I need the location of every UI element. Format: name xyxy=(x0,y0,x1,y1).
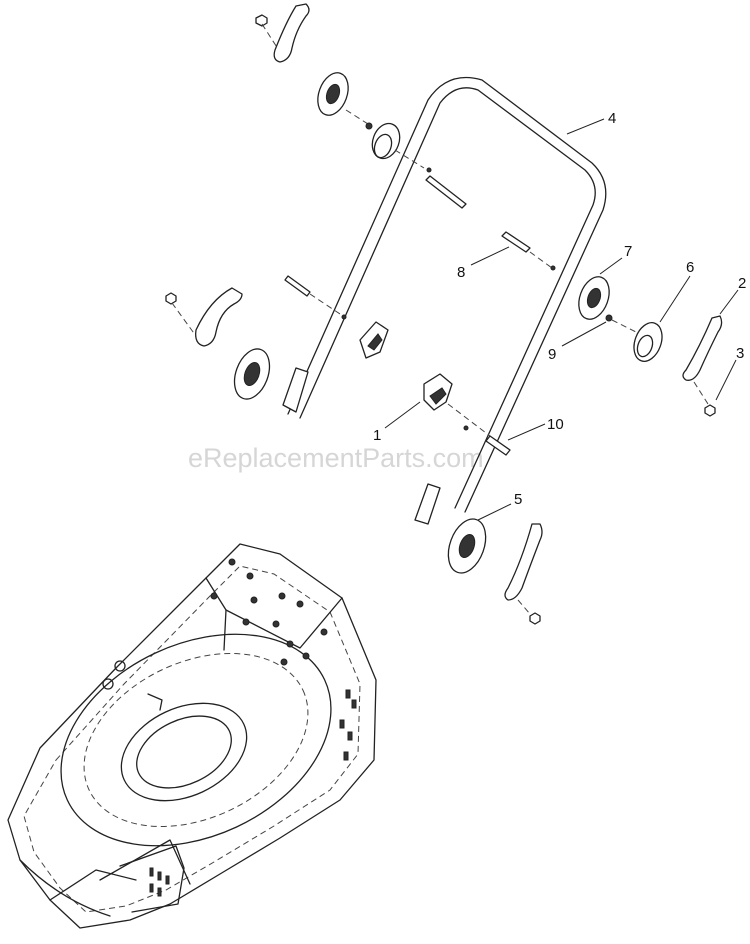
mower-deck xyxy=(7,543,377,929)
leader-lines xyxy=(384,118,739,521)
callout-5: 5 xyxy=(514,491,522,508)
upper-handle xyxy=(282,76,607,525)
callout-2: 2 xyxy=(738,275,746,292)
callout-9: 9 xyxy=(548,346,556,363)
center-bracket xyxy=(423,373,511,456)
right-hardware xyxy=(501,231,723,417)
callout-1: 1 xyxy=(373,427,381,444)
middle-left-hardware xyxy=(165,275,389,400)
watermark: eReplacementParts.com xyxy=(188,443,484,473)
callout-4: 4 xyxy=(608,110,616,127)
lower-right-hardware xyxy=(447,518,543,625)
callout-6: 6 xyxy=(686,259,694,276)
upper-left-hardware xyxy=(255,3,467,209)
callout-3: 3 xyxy=(736,345,744,362)
callout-8: 8 xyxy=(457,264,465,281)
callout-7: 7 xyxy=(624,243,632,260)
callout-10: 10 xyxy=(547,416,564,433)
